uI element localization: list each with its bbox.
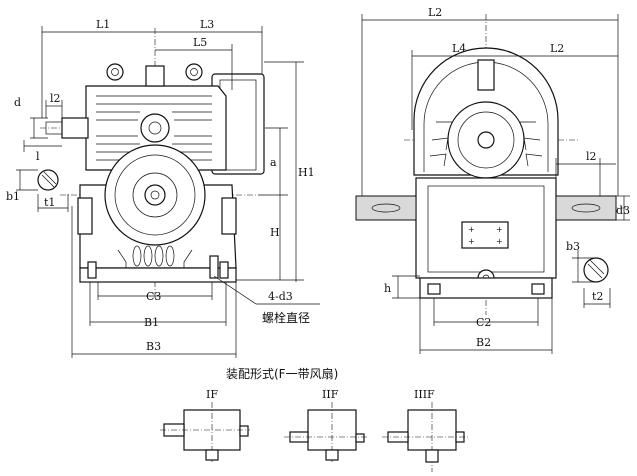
assembly-title: 装配形式(F一带风扇) [226,366,338,381]
dim-t2: t2 [592,290,603,303]
dim-L2-top: L2 [428,6,442,19]
dim-a: a [270,156,277,169]
svg-text:+: + [468,237,475,246]
form-IIIF: IIIF [382,388,470,472]
dim-t1: t1 [44,196,55,209]
dim-L3: L3 [200,18,214,31]
dim-H: H [270,226,280,239]
left-view: L1 L3 L5 d l2 l b1 t1 a H1 H C3 B1 B3 4-… [6,18,320,358]
assembly-forms: 装配形式(F一带风扇) IF IIF IIIF [160,366,470,472]
dim-d3: d3 [616,204,630,217]
dim-l2: l2 [50,92,61,105]
dim-B3: B3 [146,340,161,353]
dim-B1: B1 [144,316,159,329]
output-shaft-left [355,195,417,221]
output-shaft-right [555,195,617,221]
dim-b3: b3 [566,240,580,253]
form-IIIF-label: IIIF [414,388,435,401]
shaft-section-right [583,257,609,283]
dim-L5: L5 [193,36,207,49]
form-IIF: IIF [284,388,368,462]
dim-C2: C2 [476,316,491,329]
dim-L1: L1 [96,18,110,31]
base-plate [79,267,237,283]
dim-bolt: 4-d3 [268,290,293,303]
dim-l2-right: l2 [586,150,597,163]
dim-H1: H1 [298,166,315,179]
form-IF: IF [160,388,250,462]
dim-l: l [36,150,40,163]
right-view: + + + + [355,6,630,354]
svg-text:+: + [468,225,475,234]
nameplate [461,221,509,249]
dim-h: h [384,282,391,295]
front-base [419,277,553,299]
dim-C3: C3 [146,290,161,303]
form-IIF-label: IIF [322,388,339,401]
dim-b1: b1 [6,190,20,203]
shaft-section-left [37,169,59,191]
form-IF-label: IF [206,388,218,401]
bolt-diameter-note: 螺栓直径 [262,310,310,325]
dim-L2: L2 [550,42,564,55]
dim-L4: L4 [452,42,466,55]
dim-B2: B2 [476,336,491,349]
input-shaft [61,117,89,139]
dim-d: d [14,96,21,109]
svg-text:+: + [496,237,503,246]
svg-text:+: + [496,225,503,234]
